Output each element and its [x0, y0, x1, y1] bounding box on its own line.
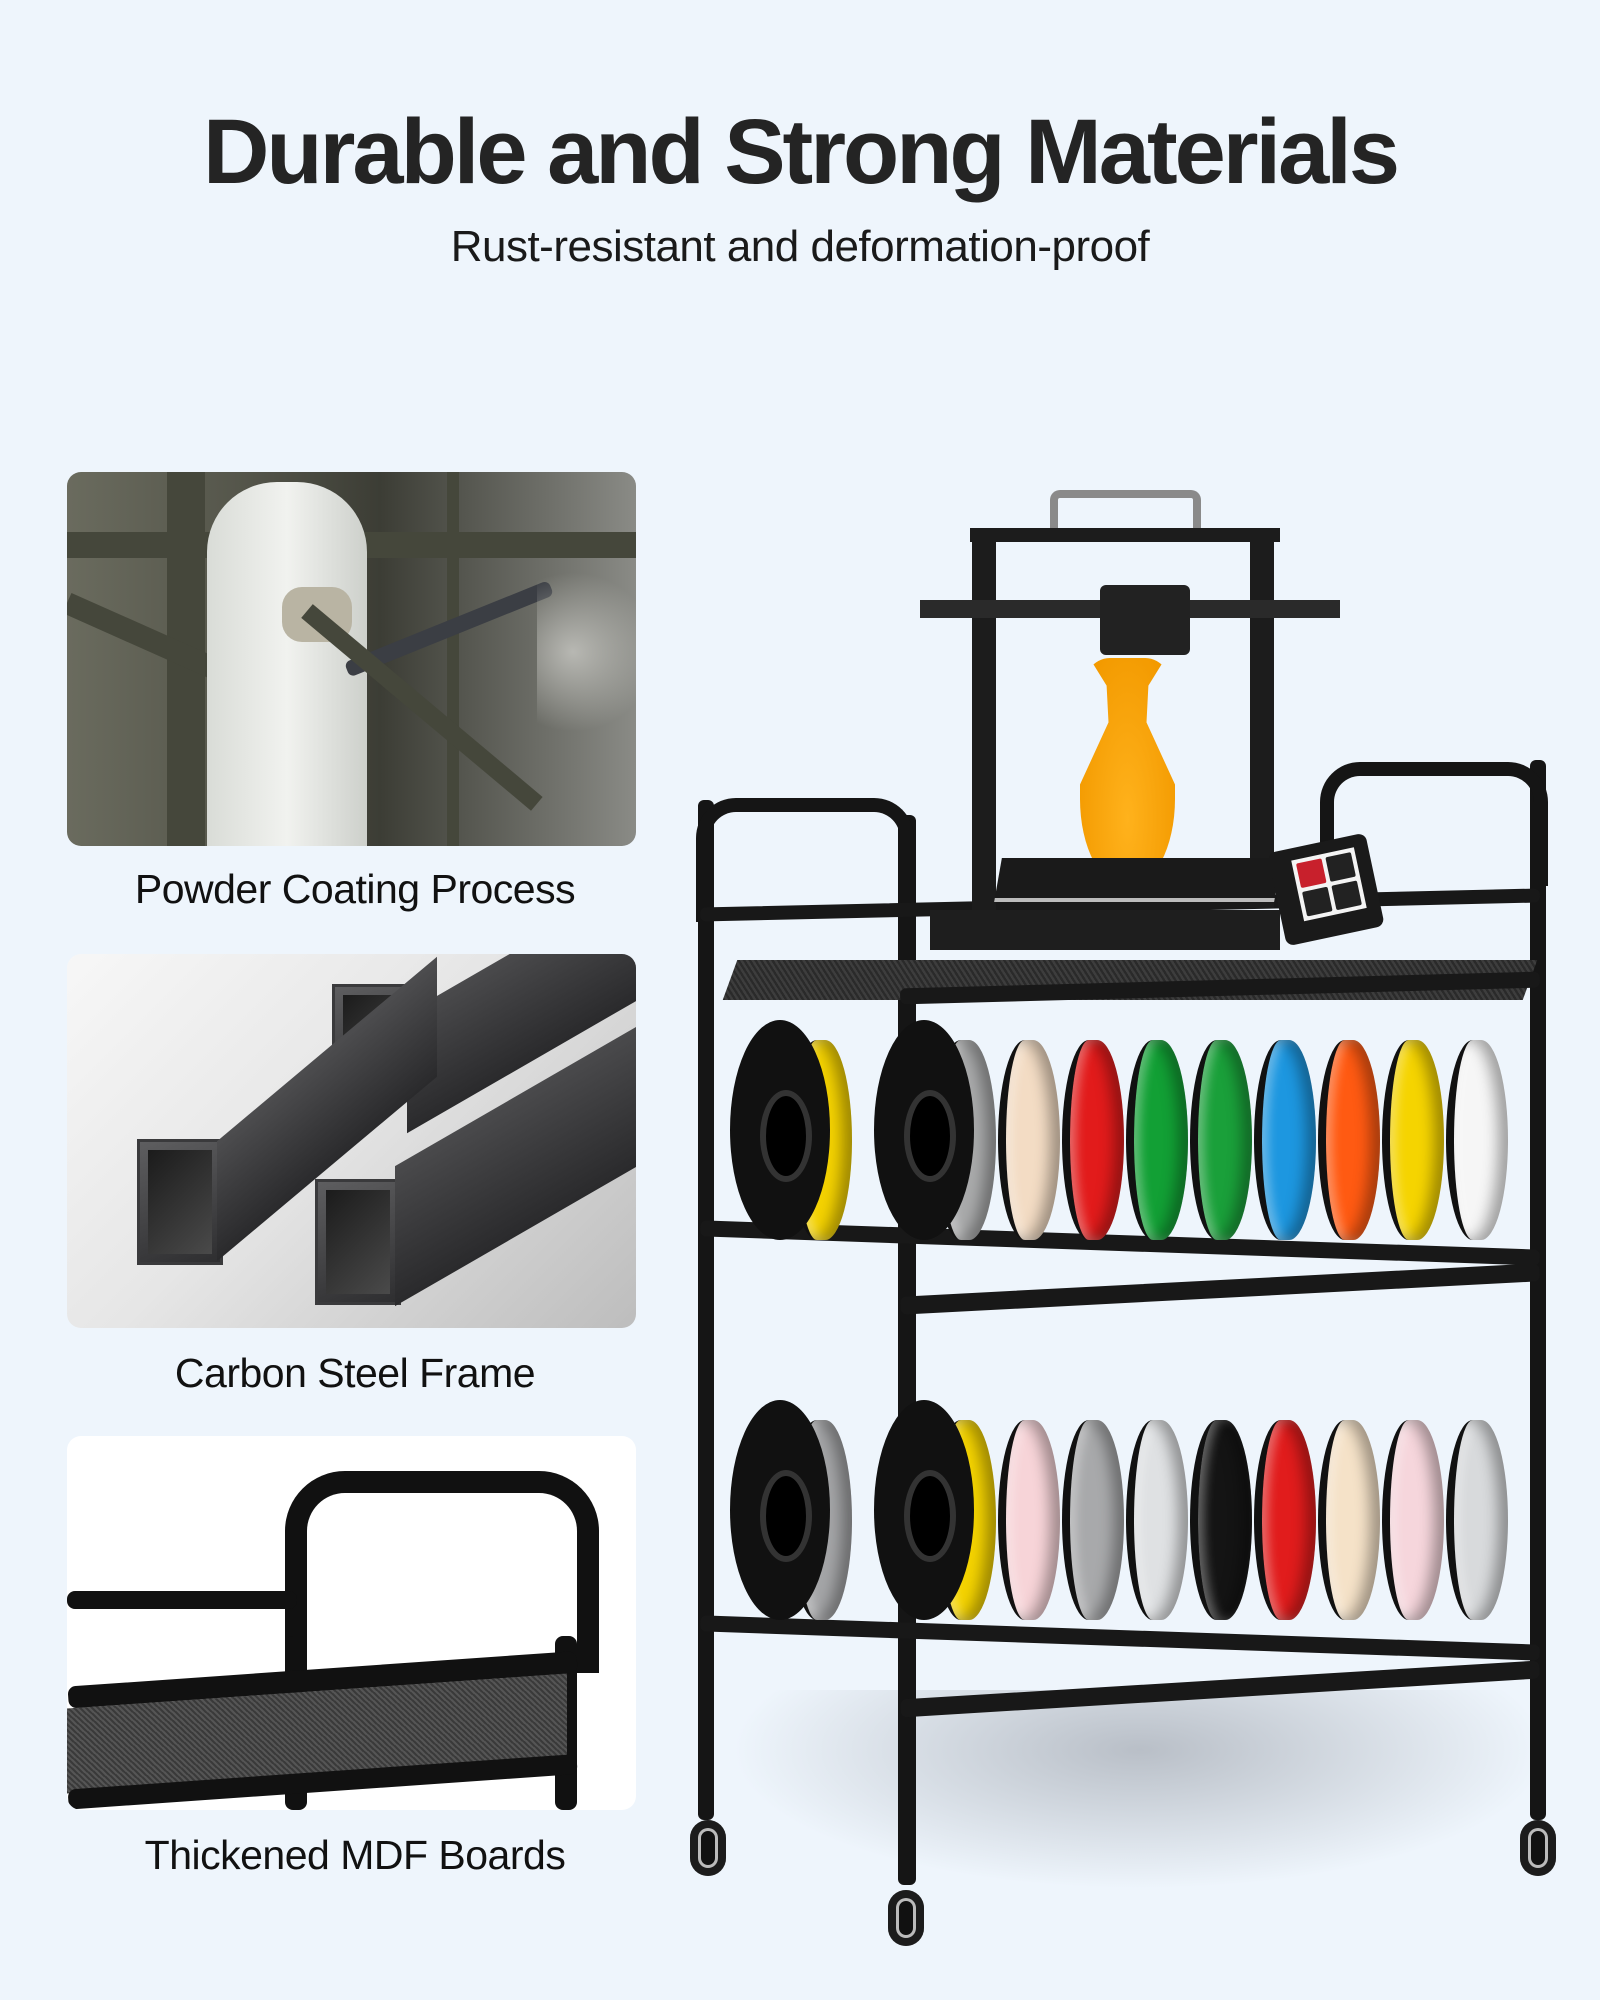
lower-shelf-spools	[730, 1400, 1510, 1620]
spool-orange	[1318, 1040, 1380, 1240]
powder-coating-image	[67, 472, 636, 846]
spool-red	[1062, 1040, 1124, 1240]
feature-caption-mdf-boards: Thickened MDF Boards	[144, 1832, 566, 1878]
bottom-shelf-rail	[699, 1615, 1541, 1661]
upper-shelf-spools	[730, 1020, 1510, 1240]
spool-pink	[998, 1420, 1060, 1620]
feature-caption-carbon-steel: Carbon Steel Frame	[174, 1350, 536, 1396]
feature-caption-powder-coating: Powder Coating Process	[134, 866, 576, 912]
printer-touchscreen	[1267, 832, 1385, 947]
spool-beige	[998, 1040, 1060, 1240]
printed-vase	[1080, 658, 1175, 888]
spool-pink	[1382, 1420, 1444, 1620]
page-subtitle: Rust-resistant and deformation-proof	[450, 222, 1150, 271]
mdf-board-image	[67, 1436, 636, 1810]
floor-shadow	[730, 1690, 1550, 1890]
filament-storage-cart	[650, 480, 1556, 1946]
powder-spray-cloud	[537, 572, 636, 732]
caster-wheel-right	[1520, 1820, 1556, 1876]
middle-shelf-front	[899, 1263, 1541, 1315]
steel-tube	[315, 1179, 401, 1305]
cart-post-right	[1530, 760, 1546, 1820]
caster-wheel-front-left	[888, 1890, 924, 1946]
cart-handle	[285, 1471, 599, 1673]
spool-reel	[730, 1400, 830, 1620]
side-rail	[67, 1591, 297, 1609]
cart-handle-left	[696, 798, 914, 922]
spool-white	[1446, 1040, 1508, 1240]
printer-bed	[994, 858, 1282, 902]
3d-printer	[910, 490, 1385, 970]
spool-black	[1190, 1420, 1252, 1620]
printer-base	[930, 910, 1280, 950]
cart-post-back-left	[698, 800, 714, 1820]
spool-gray	[1062, 1420, 1124, 1620]
spool-reel	[874, 1020, 974, 1240]
spool-green	[1190, 1040, 1252, 1240]
printer-hotend	[1100, 585, 1190, 655]
steel-tube	[137, 1139, 223, 1265]
bottom-shelf-front	[900, 1660, 1540, 1718]
printer-top-beam	[970, 528, 1280, 542]
spool-beige	[1318, 1420, 1380, 1620]
spool-reel	[874, 1400, 974, 1620]
spool-blue	[1254, 1040, 1316, 1240]
printer-right-column	[1250, 528, 1274, 908]
steel-post	[447, 472, 459, 846]
carbon-steel-image	[67, 954, 636, 1328]
spool-green	[1126, 1040, 1188, 1240]
spool-yellow	[1382, 1040, 1444, 1240]
spool-reel	[730, 1020, 830, 1240]
printer-handle	[1050, 490, 1201, 538]
spool-silver	[1126, 1420, 1188, 1620]
worker-figure	[207, 482, 367, 846]
caster-wheel-back-left	[690, 1820, 726, 1876]
spool-red	[1254, 1420, 1316, 1620]
spool-silver	[1446, 1420, 1508, 1620]
page-title: Durable and Strong Materials	[202, 101, 1400, 203]
printer-left-column	[972, 528, 996, 928]
